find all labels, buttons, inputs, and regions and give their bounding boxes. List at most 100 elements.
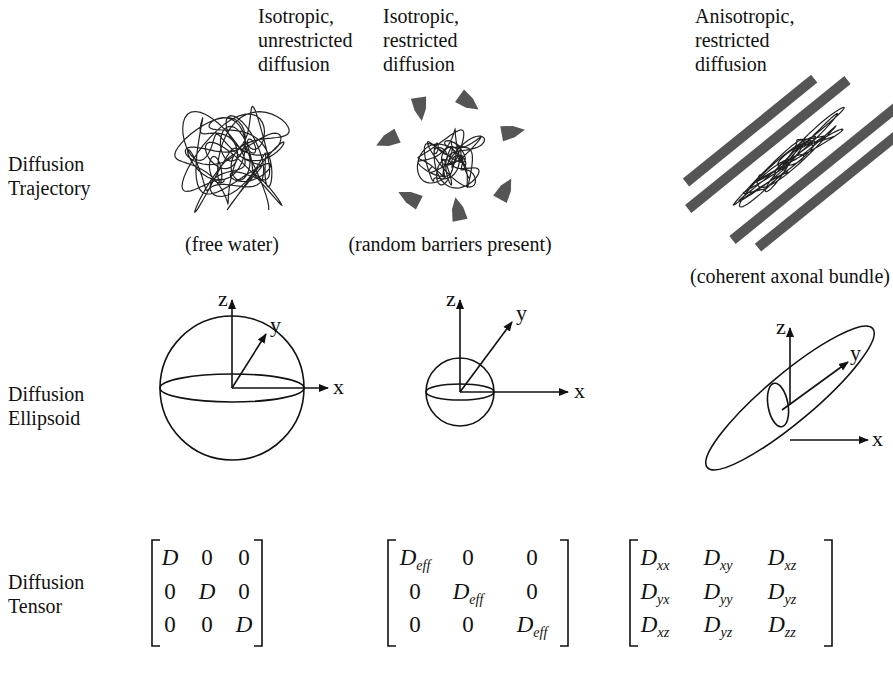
tensor-entry: D xyxy=(199,579,216,604)
tensor-entry: 0 xyxy=(164,612,176,637)
matrix-cell: Dxx xyxy=(640,545,669,571)
tensor-entry: D xyxy=(400,545,417,570)
axis-label: y xyxy=(850,340,861,366)
tensor-entry: 0 xyxy=(238,579,250,604)
matrix-cell: Deff xyxy=(453,579,484,605)
diffusion-sphere-small xyxy=(426,300,568,426)
matrix-cell: 0 xyxy=(164,612,176,638)
tensor-entry: D xyxy=(236,612,253,637)
barrier-blob xyxy=(455,90,479,110)
axis-label: x xyxy=(574,378,585,404)
tensor-subscript: eff xyxy=(533,625,547,640)
matrix-cell: 0 xyxy=(238,579,250,605)
random-barriers xyxy=(376,90,525,222)
tensor-subscript: xy xyxy=(720,558,732,573)
tensor-entry: D xyxy=(768,545,785,570)
tensor-subscript: zz xyxy=(785,625,796,640)
matrix-cell: Dxz xyxy=(641,612,669,638)
matrix-cell: 0 xyxy=(201,612,213,638)
axis-label: z xyxy=(218,286,228,312)
tensor-entry: D xyxy=(768,612,785,637)
tensor-entry: 0 xyxy=(526,579,538,604)
tensor-entry: D xyxy=(453,579,470,604)
axis-label: z xyxy=(446,286,456,312)
tensor-subscript: yz xyxy=(784,592,796,607)
tensor-entry: D xyxy=(640,545,657,570)
tensor-subscript: yx xyxy=(657,592,669,607)
tensor-entry: 0 xyxy=(462,612,474,637)
row-heading: Diffusion Tensor xyxy=(8,570,118,618)
tensor-entry: D xyxy=(768,579,785,604)
barrier-blob xyxy=(398,192,422,210)
tensor-subscript: xz xyxy=(657,625,669,640)
matrix-cell: Dyx xyxy=(640,579,669,605)
axon-bar xyxy=(733,105,893,240)
tensor-subscript: yy xyxy=(720,592,732,607)
axis-label: y xyxy=(270,312,281,338)
tensor-entry: 0 xyxy=(526,545,538,570)
matrix-bracket xyxy=(152,540,832,646)
trajectory-path xyxy=(175,106,289,212)
matrix-cell: 0 xyxy=(201,545,213,571)
column-heading: Anisotropic, restricted diffusion xyxy=(695,4,825,76)
tensor-entry: 0 xyxy=(164,579,176,604)
matrix-cell: 0 xyxy=(409,612,421,638)
matrix-cell: D xyxy=(162,545,179,571)
tensor-entry: D xyxy=(517,612,534,637)
axis-label: y xyxy=(516,300,527,326)
matrix-cell: Deff xyxy=(400,545,431,571)
tensor-entry: 0 xyxy=(409,579,421,604)
tensor-subscript: eff xyxy=(469,592,483,607)
matrix-cell: Dyz xyxy=(768,579,796,605)
barrier-blob xyxy=(493,179,511,203)
axis-label: x xyxy=(872,426,883,452)
axis-label: z xyxy=(776,314,786,340)
barrier-blob xyxy=(452,197,468,222)
tensor-entry: D xyxy=(162,545,179,570)
matrix-cell: D xyxy=(199,579,216,605)
tensor-subscript: eff xyxy=(416,558,430,573)
axis-label: x xyxy=(333,374,344,400)
caption-note: (random barriers present) xyxy=(348,232,551,256)
tensor-entry: 0 xyxy=(238,545,250,570)
tensor-subscript: yz xyxy=(720,625,732,640)
matrix-cell: Dxz xyxy=(768,545,796,571)
tensor-subscript: xz xyxy=(784,558,796,573)
tensor-entry: D xyxy=(703,579,720,604)
tensor-entry: 0 xyxy=(201,612,213,637)
matrix-cell: 0 xyxy=(409,579,421,605)
matrix-cell: Dyz xyxy=(704,612,732,638)
tensor-entry: D xyxy=(703,545,720,570)
matrix-cell: 0 xyxy=(526,579,538,605)
axon-bar xyxy=(686,79,814,183)
tensor-entry: D xyxy=(641,612,658,637)
matrix-cell: 0 xyxy=(526,545,538,571)
matrix-cell: 0 xyxy=(238,545,250,571)
column-heading: Isotropic, restricted diffusion xyxy=(383,4,505,76)
row-heading: Diffusion Ellipsoid xyxy=(8,382,118,430)
column-heading: Isotropic, unrestricted diffusion xyxy=(258,4,380,76)
tensor-entry: 0 xyxy=(462,545,474,570)
caption-note: (free water) xyxy=(185,232,279,256)
barrier-blob xyxy=(376,129,401,146)
barrier-blob xyxy=(411,97,426,121)
caption-note: (coherent axonal bundle) xyxy=(690,264,890,288)
matrix-cell: 0 xyxy=(462,612,474,638)
tensor-entry: 0 xyxy=(201,545,213,570)
matrix-cell: Dzz xyxy=(768,612,796,638)
axon-bar xyxy=(758,116,893,248)
barrier-blob xyxy=(500,126,525,141)
diffusion-sphere xyxy=(160,300,328,460)
matrix-cell: Dxy xyxy=(703,545,732,571)
tensor-entry: 0 xyxy=(409,612,421,637)
axonal-bundle xyxy=(686,79,893,248)
matrix-cell: Deff xyxy=(517,612,548,638)
tensor-entry: D xyxy=(704,612,721,637)
matrix-cell: D xyxy=(236,612,253,638)
matrix-cell: Dyy xyxy=(703,579,732,605)
diffusion-ellipsoid xyxy=(692,310,888,486)
trajectory-path xyxy=(417,129,484,188)
matrix-cell: 0 xyxy=(462,545,474,571)
